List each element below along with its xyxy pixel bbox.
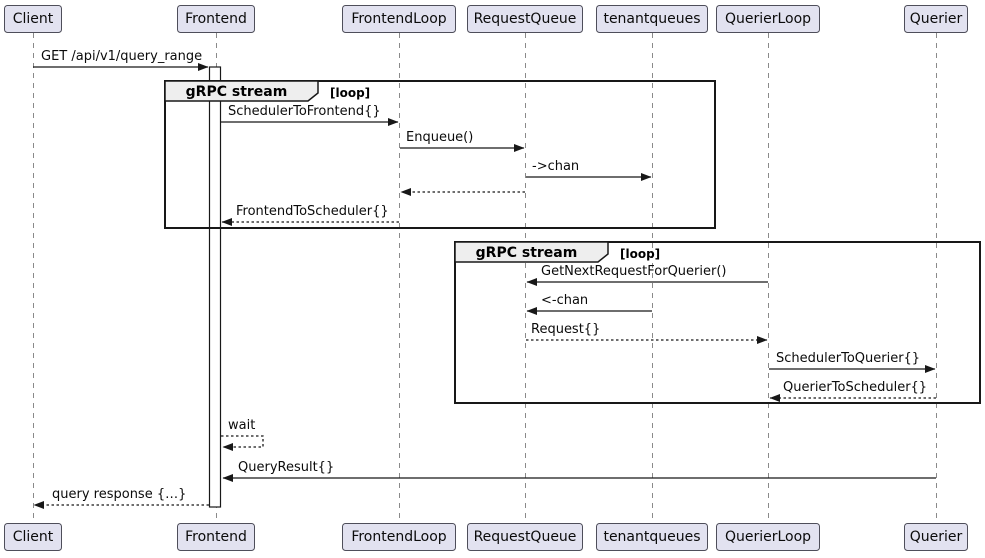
fragment-2-title: gRPC stream <box>475 245 578 261</box>
participant-top-client: Client <box>4 5 62 33</box>
message-label-getnextrequest: GetNextRequestForQuerier() <box>541 264 727 279</box>
participant-bottom-frontendloop: FrontendLoop <box>342 523 456 551</box>
message-label-queriertoscheduler: QuerierToScheduler{} <box>783 380 928 395</box>
message-label-query-response: query response {…} <box>52 487 187 502</box>
message-label-queryresult: QueryResult{} <box>238 460 335 475</box>
participant-bottom-frontend: Frontend <box>177 523 255 551</box>
message-label-get-query-range: GET /api/v1/query_range <box>41 49 203 64</box>
message-label-schedulertoquerier: SchedulerToQuerier{} <box>776 351 921 366</box>
fragment-1-header <box>164 80 319 102</box>
message-arrow-wait-self <box>221 435 264 451</box>
participant-bottom-tenantqueues: tenantqueues <box>596 523 708 551</box>
fragment-2-condition: [loop] <box>620 247 661 261</box>
participant-bottom-client: Client <box>4 523 62 551</box>
participant-bottom-querierloop: QuerierLoop <box>716 523 820 551</box>
fragment-1-condition: [loop] <box>330 86 371 100</box>
fragment-1-box <box>164 80 716 229</box>
message-label-schedulertofrontend: SchedulerToFrontend{} <box>228 104 381 119</box>
participant-top-querier: Querier <box>904 5 968 33</box>
participant-top-frontendloop: FrontendLoop <box>342 5 456 33</box>
participant-top-frontend: Frontend <box>177 5 255 33</box>
fragment-2-box <box>454 241 981 404</box>
fragment-2-header <box>454 241 609 263</box>
participant-top-tenantqueues: tenantqueues <box>596 5 708 33</box>
participant-top-requestqueue: RequestQueue <box>467 5 583 33</box>
message-label-to-chan: ->chan <box>532 159 580 174</box>
participant-top-querierloop: QuerierLoop <box>716 5 820 33</box>
activation-bar-frontend <box>208 66 222 508</box>
message-label-wait: wait <box>228 418 256 433</box>
message-label-enqueue: Enqueue() <box>406 130 474 145</box>
message-label-frontendtoscheduler: FrontendToScheduler{} <box>236 204 389 219</box>
fragment-1-title: gRPC stream <box>185 84 288 100</box>
participant-bottom-requestqueue: RequestQueue <box>467 523 583 551</box>
message-label-request: Request{} <box>531 322 601 337</box>
participant-bottom-querier: Querier <box>904 523 968 551</box>
message-label-from-chan: <-chan <box>541 293 589 308</box>
